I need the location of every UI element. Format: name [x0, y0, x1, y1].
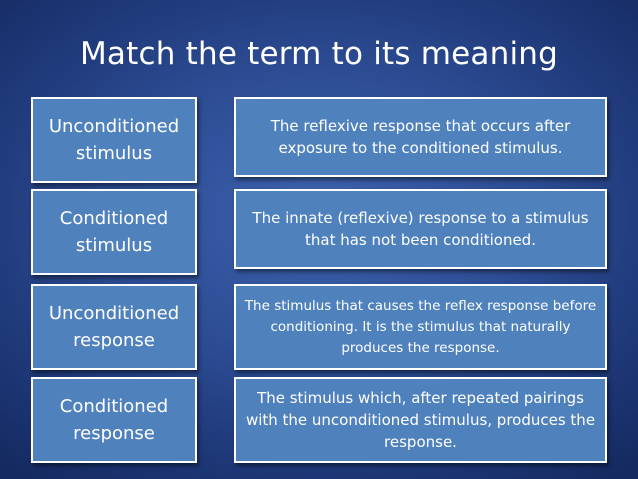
definition-box-1[interactable]: The reflexive response that occurs after… [234, 97, 607, 177]
slide-title: Match the term to its meaning [79, 36, 559, 72]
definition-box-3[interactable]: The stimulus that causes the reflex resp… [234, 284, 607, 370]
definition-text: The innate (reflexive) response to a sti… [252, 209, 589, 249]
term-box-conditioned-stimulus[interactable]: Conditioned stimulus [31, 189, 197, 275]
term-box-unconditioned-stimulus[interactable]: Unconditioned stimulus [31, 97, 197, 183]
definition-box-2[interactable]: The innate (reflexive) response to a sti… [234, 189, 607, 269]
term-label: Conditioned stimulus [59, 208, 169, 256]
definition-text: The stimulus which, after repeated pairi… [245, 389, 596, 451]
definition-box-4[interactable]: The stimulus which, after repeated pairi… [234, 377, 607, 463]
definition-text: The reflexive response that occurs after… [270, 117, 571, 157]
term-label: Conditioned response [59, 396, 169, 444]
term-box-unconditioned-response[interactable]: Unconditioned response [31, 284, 197, 370]
definition-text: The stimulus that causes the reflex resp… [244, 297, 597, 356]
term-label: Unconditioned response [48, 303, 180, 351]
term-label: Unconditioned stimulus [48, 116, 180, 164]
term-box-conditioned-response[interactable]: Conditioned response [31, 377, 197, 463]
